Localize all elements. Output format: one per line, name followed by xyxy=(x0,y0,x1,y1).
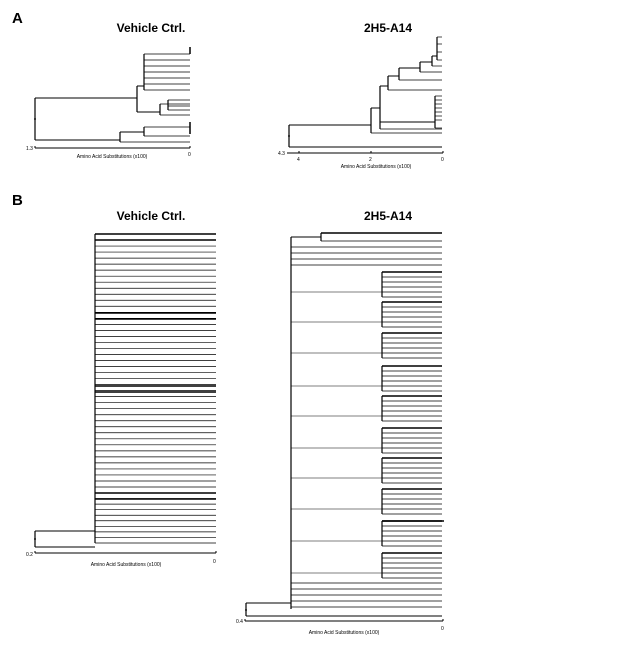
axis-label-b-left: Amino Acid Substitutions (x100) xyxy=(90,562,162,568)
axis-label-b-right: Amino Acid Substitutions (x100) xyxy=(308,630,380,636)
tree-a-left xyxy=(34,47,191,143)
tick-a-right-2: 2 xyxy=(369,157,372,163)
tick-a-left-start: 1.3 xyxy=(26,146,33,152)
tick-a-right-4: 4 xyxy=(297,157,300,163)
tree-title-a-left: Vehicle Ctrl. xyxy=(116,21,186,35)
tree-title-a-right: 2H5-A14 xyxy=(363,21,413,35)
axis-label-a-left: Amino Acid Substitutions (x100) xyxy=(76,154,148,160)
tree-a-right xyxy=(288,36,442,148)
panel-label-b: B xyxy=(12,192,23,209)
tree-title-b-right: 2H5-A14 xyxy=(363,209,413,223)
tree-b-left xyxy=(34,233,216,548)
tick-a-right-0: 0 xyxy=(441,157,444,163)
tree-b-right xyxy=(245,232,444,617)
tick-b-left-start: 0.2 xyxy=(26,552,33,558)
tick-b-right-start: 0.4 xyxy=(236,619,243,625)
axis-label-a-right: Amino Acid Substitutions (x100) xyxy=(340,164,412,170)
tick-b-left-end: 0 xyxy=(213,559,216,565)
tick-b-right-end: 0 xyxy=(441,626,444,632)
tick-a-right-start: 4.3 xyxy=(278,151,285,157)
tree-title-b-left: Vehicle Ctrl. xyxy=(116,209,186,223)
tick-a-left-end: 0 xyxy=(188,152,191,158)
scale-bars xyxy=(34,146,444,622)
panel-label-a: A xyxy=(12,10,23,27)
